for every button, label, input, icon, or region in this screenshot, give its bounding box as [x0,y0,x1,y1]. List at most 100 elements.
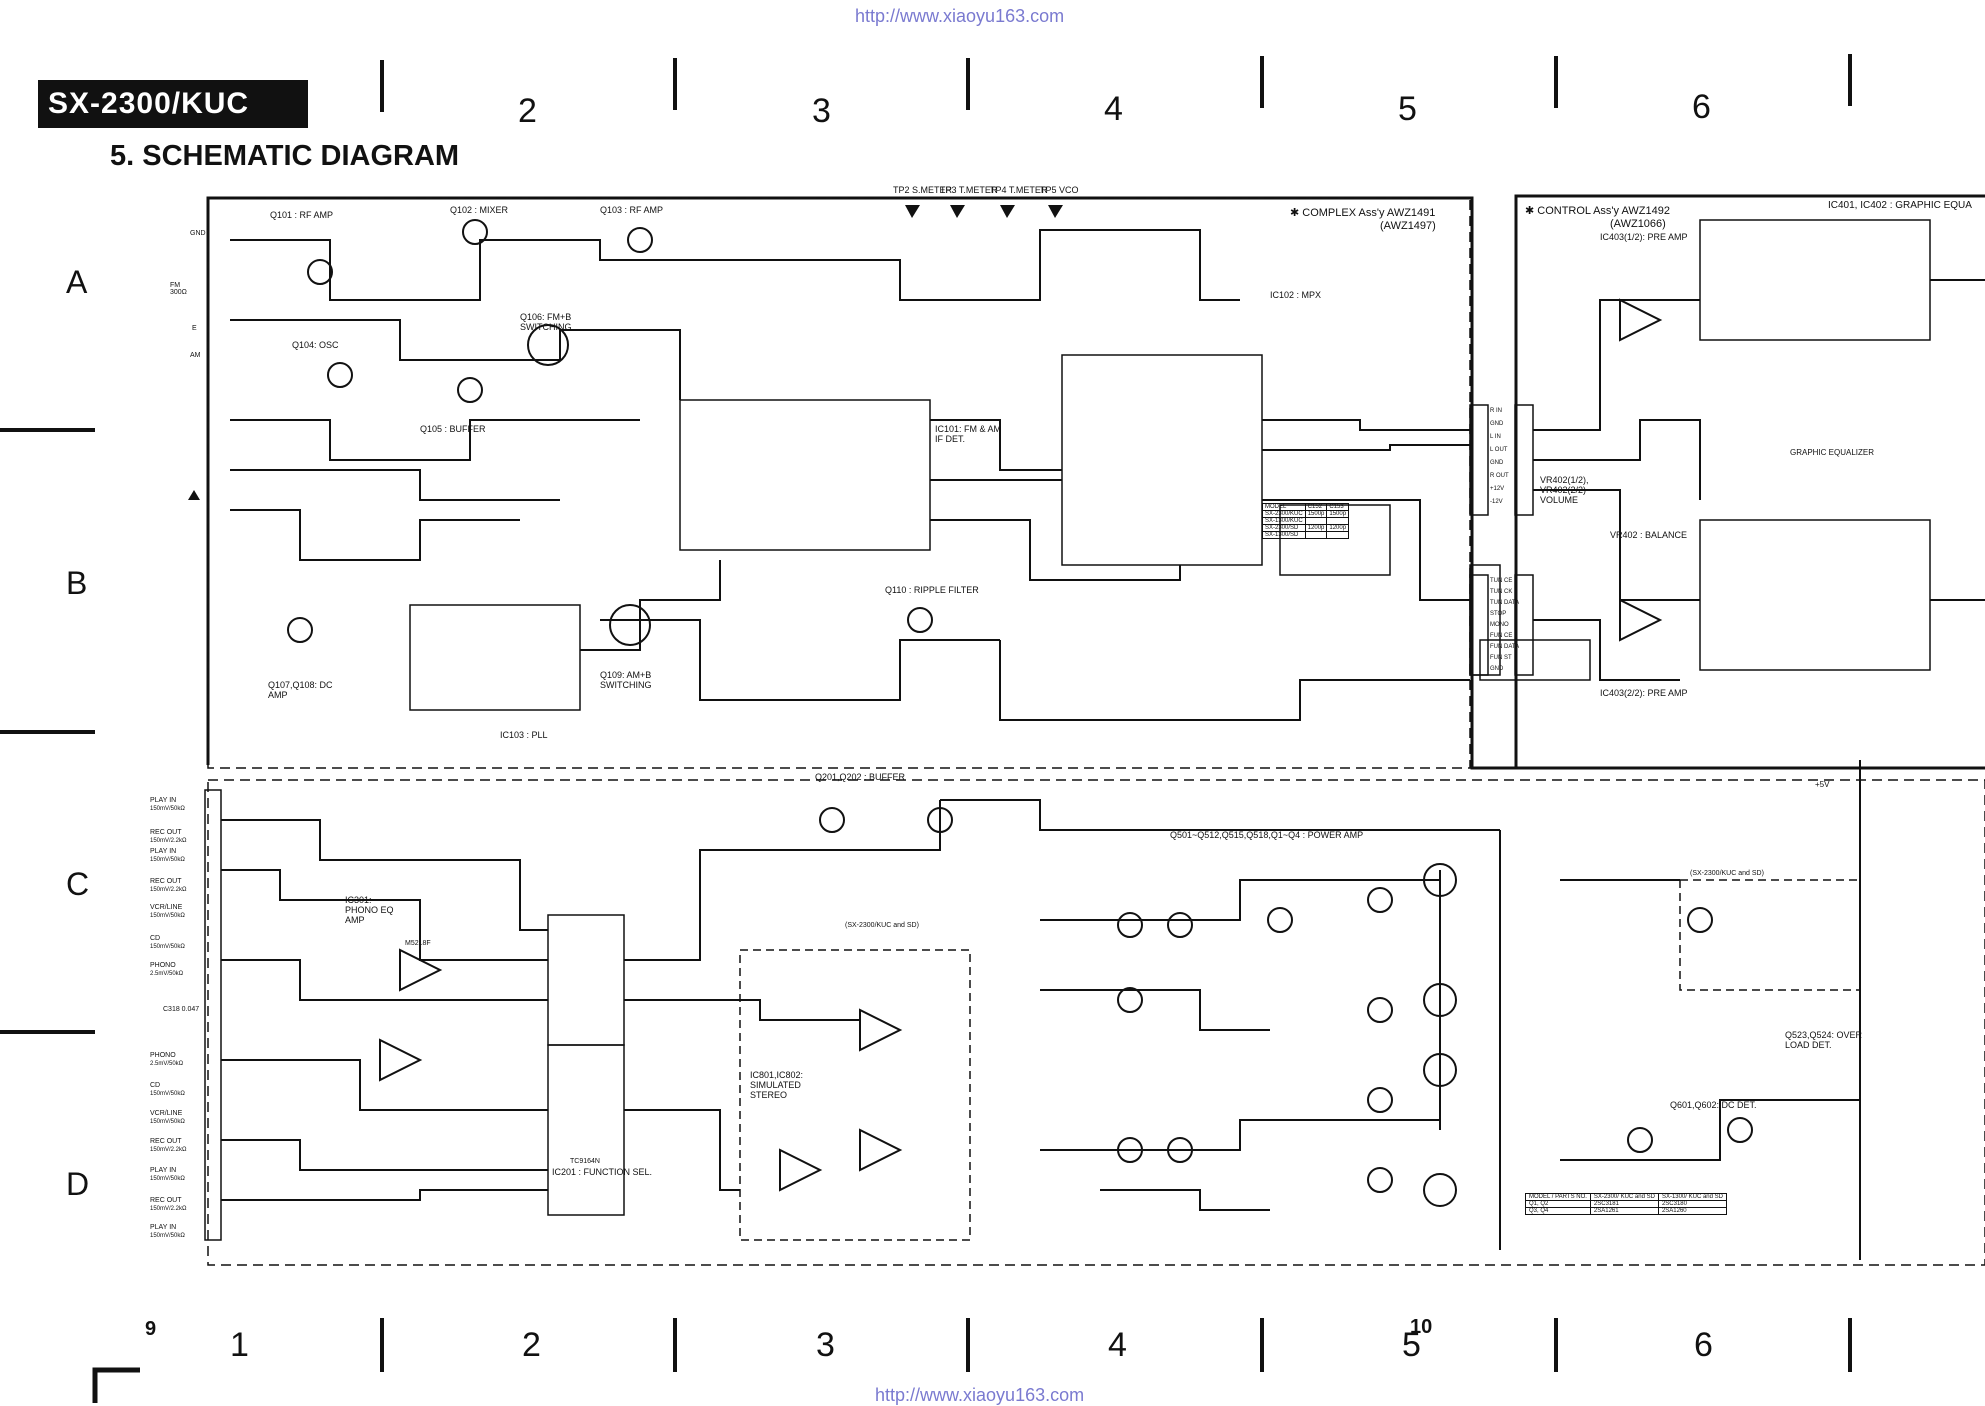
graphic-eq-ic-label: IC401, IC402 : GRAPHIC EQUA [1828,200,1972,211]
jack-level: 2.5mV/50kΩ [150,1061,184,1067]
table-cell: 2SC3181 [1589,1200,1659,1208]
grid-col-bottom: 2 [522,1326,541,1364]
connector-pin: R IN [1490,408,1502,414]
grid-col-top: 2 [518,92,537,130]
grid-row-label: C [66,866,90,902]
jack-level: 150mV/50kΩ [150,1091,185,1097]
connector-pin: GND [1490,460,1504,466]
input-label: AM [190,352,201,359]
jack-label: PLAY IN [150,1224,177,1231]
block-label-q104: Q104: OSC [292,340,339,350]
test-point-label: TP2 S.METER [893,185,953,195]
jack-label: PHONO [150,962,176,969]
grid-col-top: 4 [1104,90,1123,128]
block-label-q201: Q201,Q202 : BUFFER [815,772,906,782]
jack-level: 150mV/50kΩ [150,1119,185,1125]
source-url-bottom[interactable]: http://www.xiaoyu163.com [875,1385,1085,1405]
connector-pin: R OUT [1490,473,1509,479]
page-title: 5. SCHEMATIC DIAGRAM [110,140,460,172]
connector-pin: GND [1490,421,1504,427]
connector-pin: L OUT [1490,447,1508,453]
source-url-top[interactable]: http://www.xiaoyu163.com [855,6,1065,26]
jack-label: REC OUT [150,829,182,836]
connector-pin: STOP [1490,611,1507,617]
grid-row-label: B [66,565,88,601]
grid-col-bottom: 4 [1108,1326,1127,1364]
jack-level: 150mV/50kΩ [150,1176,185,1182]
block-label-ic101: IC101: FM & AM IF DET. [935,424,1002,444]
block-label-graphic-eq: GRAPHIC EQUALIZER [1790,448,1875,457]
table-cell: 2SC3180 [1657,1200,1727,1208]
grid-col-bottom: 3 [816,1326,835,1364]
jack-label: CD [150,1082,161,1089]
model-note: (SX-2300/KUC and SD) [1690,870,1764,877]
table-cell [1304,531,1328,539]
table-header-cell: C153 [1326,503,1350,511]
table-cell: SX-1300/KUC [1262,517,1306,525]
block-label-ic201: IC201 : FUNCTION SEL. [552,1167,653,1177]
component-label: C318 0.047 [163,1006,200,1013]
test-point-label: TP4 T.METER [990,185,1048,195]
jack-label: PLAY IN [150,797,177,804]
connector-pin: FUN DATA [1490,644,1520,650]
connector-pin: +12V [1490,486,1505,492]
jack-label: VCR/LINE [150,904,183,911]
table-cell: 1200p [1304,524,1328,532]
jack-label: PHONO [150,1052,176,1059]
connector-pin: MONO [1490,622,1509,628]
table-header-cell: MODEL / PARTS NO. [1525,1193,1591,1201]
grid-col-bottom: 5 [1402,1326,1421,1364]
connector-pin: GND [1490,666,1504,672]
grid-col-bottom: 1 [230,1326,249,1364]
jack-label: VCR/LINE [150,1110,183,1117]
jack-label: REC OUT [150,1197,182,1204]
jack-level: 150mV/50kΩ [150,944,185,950]
jack-level: 2.5mV/50kΩ [150,971,184,977]
connector-pin: TUN DATA [1490,600,1520,606]
block-label-q110: Q110 : RIPPLE FILTER [885,585,979,595]
table-cell: SX-2300/KUC [1262,510,1306,518]
jack-label: PLAY IN [150,848,177,855]
connector-pin: TUN CE [1490,578,1513,584]
control-assembly-alt: (AWZ1066) [1610,218,1666,230]
test-point-label: TP5 VCO [1040,185,1079,195]
block-label-ic403b: IC403(2/2): PRE AMP [1600,688,1688,698]
ic-part-number: TC9164N [570,1158,600,1165]
table-cell: SX-2300/SD [1262,524,1306,532]
grid-col-top: 6 [1692,88,1711,126]
table-cell: 1500p [1326,510,1350,518]
table-cell [1304,517,1328,525]
table-cell: 1500p [1304,510,1328,518]
grid-row-label: A [66,264,88,300]
connector-pin: FUN CE [1490,633,1513,639]
input-label: E [192,325,197,332]
grid-col-top: 3 [812,92,831,130]
jack-level: 150mV/50kΩ [150,913,185,919]
connector-pin: L IN [1490,434,1501,440]
page-number-right: 10 [1410,1316,1433,1338]
block-label-ic102: IC102 : MPX [1270,290,1322,300]
table-header-cell: MODEL [1262,503,1306,511]
input-label: FM 300Ω [170,282,187,296]
table-cell: 2SA1260 [1657,1207,1727,1215]
table-cell [1326,517,1350,525]
block-label-q101: Q101 : RF AMP [270,210,334,220]
input-label: GND [190,230,206,237]
block-label-q601: Q601,Q602: DC DET. [1670,1100,1757,1110]
table-header-cell: C152 [1304,503,1328,511]
page-number-left: 9 [145,1318,157,1340]
block-label-ic103: IC103 : PLL [500,730,548,740]
jack-level: 150mV/50kΩ [150,857,185,863]
rail-label: +5V [1815,780,1830,789]
grid-col-top: 5 [1398,90,1417,128]
block-label-q105: Q105 : BUFFER [420,424,486,434]
jack-label: CD [150,935,161,942]
grid-row-label: D [66,1166,90,1202]
jack-label: REC OUT [150,1138,182,1145]
block-label-ic801: IC801,IC802: SIMULATED STEREO [750,1070,804,1100]
block-label-q107: Q107,Q108: DC AMP [268,680,333,700]
table-cell: Q3, Q4 [1525,1207,1591,1215]
jack-level: 150mV/2.2kΩ [150,838,187,844]
complex-assembly-label: ✱ COMPLEX Ass'y AWZ1491 [1290,207,1436,219]
